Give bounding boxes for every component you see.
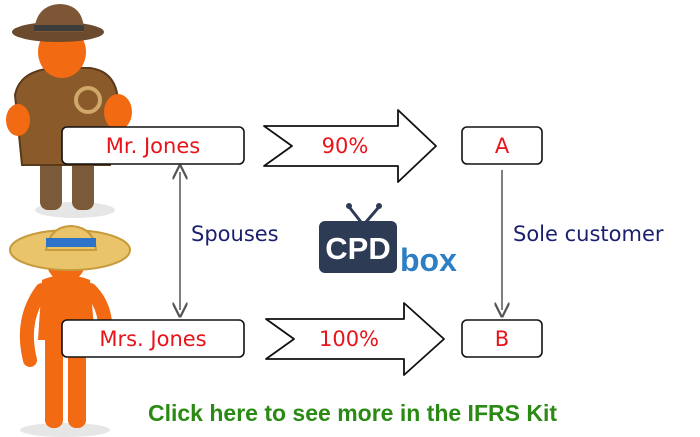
sole-customer-label: Sole customer xyxy=(513,222,664,246)
node-label-b: B xyxy=(462,320,542,357)
ownership-percent-mrs-to-b: 100% xyxy=(294,320,404,357)
node-label-mrs-jones: Mrs. Jones xyxy=(62,320,244,357)
node-label-mr-jones: Mr. Jones xyxy=(62,127,244,164)
ifrs-kit-link[interactable]: Click here to see more in the IFRS Kit xyxy=(148,400,557,427)
logo-text-box: box xyxy=(400,242,457,278)
spouses-label: Spouses xyxy=(191,222,279,246)
ownership-percent-mr-to-a: 90% xyxy=(292,127,398,164)
logo-text-cpd: CPD xyxy=(325,231,390,266)
man-character-illustration xyxy=(6,4,132,218)
cpdbox-logo: CPD box xyxy=(319,203,457,278)
node-label-a: A xyxy=(462,127,542,164)
